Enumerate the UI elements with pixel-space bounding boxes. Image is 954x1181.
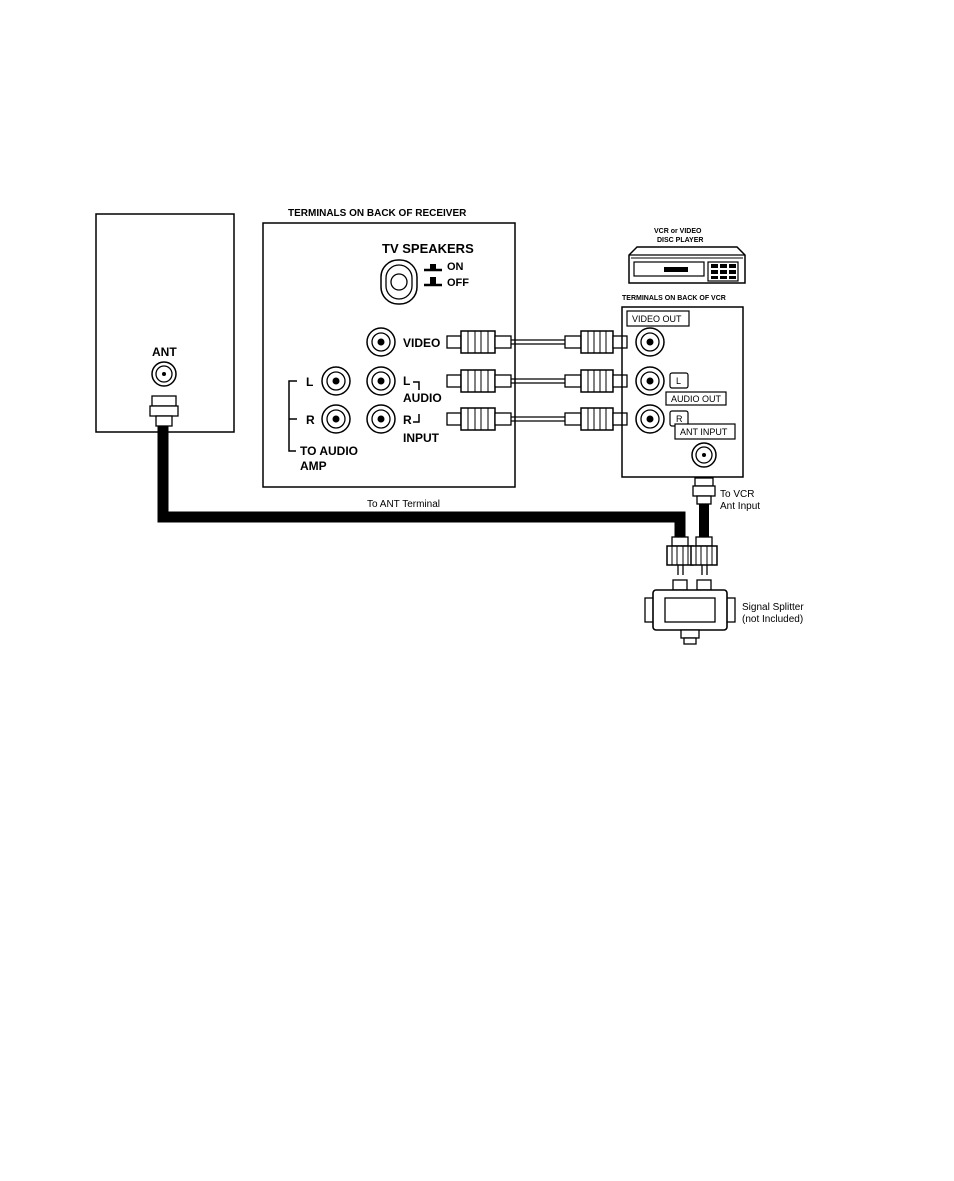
receiver-audio-r-output-jack: [322, 405, 350, 433]
audio-bracket-bottom: [413, 414, 419, 422]
receiver-audio-l-input-jack: [367, 367, 395, 395]
vcr-ant-connector: [693, 478, 715, 504]
vcr-device-label-line2: DISC PLAYER: [657, 237, 703, 244]
vcr-audio-l-out-jack: [636, 367, 664, 395]
rca-cable-audio-r: [447, 408, 627, 430]
receiver-output-l-label: L: [306, 375, 313, 389]
splitter-label-line1: Signal Splitter: [742, 602, 804, 613]
vcr-audio-out-label: AUDIO OUT: [671, 394, 722, 404]
audio-amp-bracket: [289, 381, 297, 451]
receiver-input-l-label: L: [403, 374, 410, 388]
vcr-audio-r-out-jack: [636, 405, 664, 433]
switch-on-symbol: [424, 264, 442, 270]
vcr-video-out-label: VIDEO OUT: [632, 314, 682, 324]
to-vcr-label-line1: To VCR: [720, 489, 754, 500]
switch-on-label: ON: [447, 261, 464, 273]
to-vcr-label-line2: Ant Input: [720, 501, 760, 512]
tv-speakers-label: TV SPEAKERS: [382, 241, 474, 256]
rca-cable-video: [447, 331, 627, 353]
vcr-video-out-jack: [636, 328, 664, 356]
signal-splitter-icon: [645, 590, 735, 644]
receiver-input-r-label: R: [403, 413, 412, 427]
receiver-audio-r-input-jack: [367, 405, 395, 433]
vcr-r-label: R: [676, 414, 683, 424]
tv-ant-jack: [152, 362, 176, 386]
to-ant-terminal-label: To ANT Terminal: [367, 499, 440, 510]
vcr-l-label: L: [676, 376, 681, 386]
vcr-device-icon: [629, 247, 745, 283]
receiver-audio-label: AUDIO: [403, 391, 442, 405]
switch-off-symbol: [424, 277, 442, 285]
receiver-video-input-jack: [367, 328, 395, 356]
receiver-video-label: VIDEO: [403, 336, 440, 350]
tv-ant-label: ANT: [152, 345, 177, 359]
receiver-audio-l-output-jack: [322, 367, 350, 395]
splitter-right-connector: [691, 537, 717, 590]
receiver-input-label: INPUT: [403, 431, 440, 445]
vcr-ant-input-jack: [692, 443, 716, 467]
amp-label: AMP: [300, 459, 327, 473]
tv-speakers-switch: [381, 260, 417, 304]
audio-bracket-top: [413, 382, 419, 390]
vcr-panel-title: TERMINALS ON BACK OF VCR: [622, 295, 726, 302]
to-audio-label: TO AUDIO: [300, 444, 358, 458]
splitter-left-connector: [667, 537, 693, 590]
receiver-output-r-label: R: [306, 413, 315, 427]
splitter-label-line2: (not Included): [742, 614, 803, 625]
vcr-device-label-line1: VCR or VIDEO: [654, 228, 702, 235]
switch-off-label: OFF: [447, 277, 469, 289]
tv-ant-connector: [150, 396, 178, 426]
rca-cable-audio-l: [447, 370, 627, 392]
vcr-ant-input-label: ANT INPUT: [680, 427, 728, 437]
receiver-title: TERMINALS ON BACK OF RECEIVER: [288, 208, 467, 219]
